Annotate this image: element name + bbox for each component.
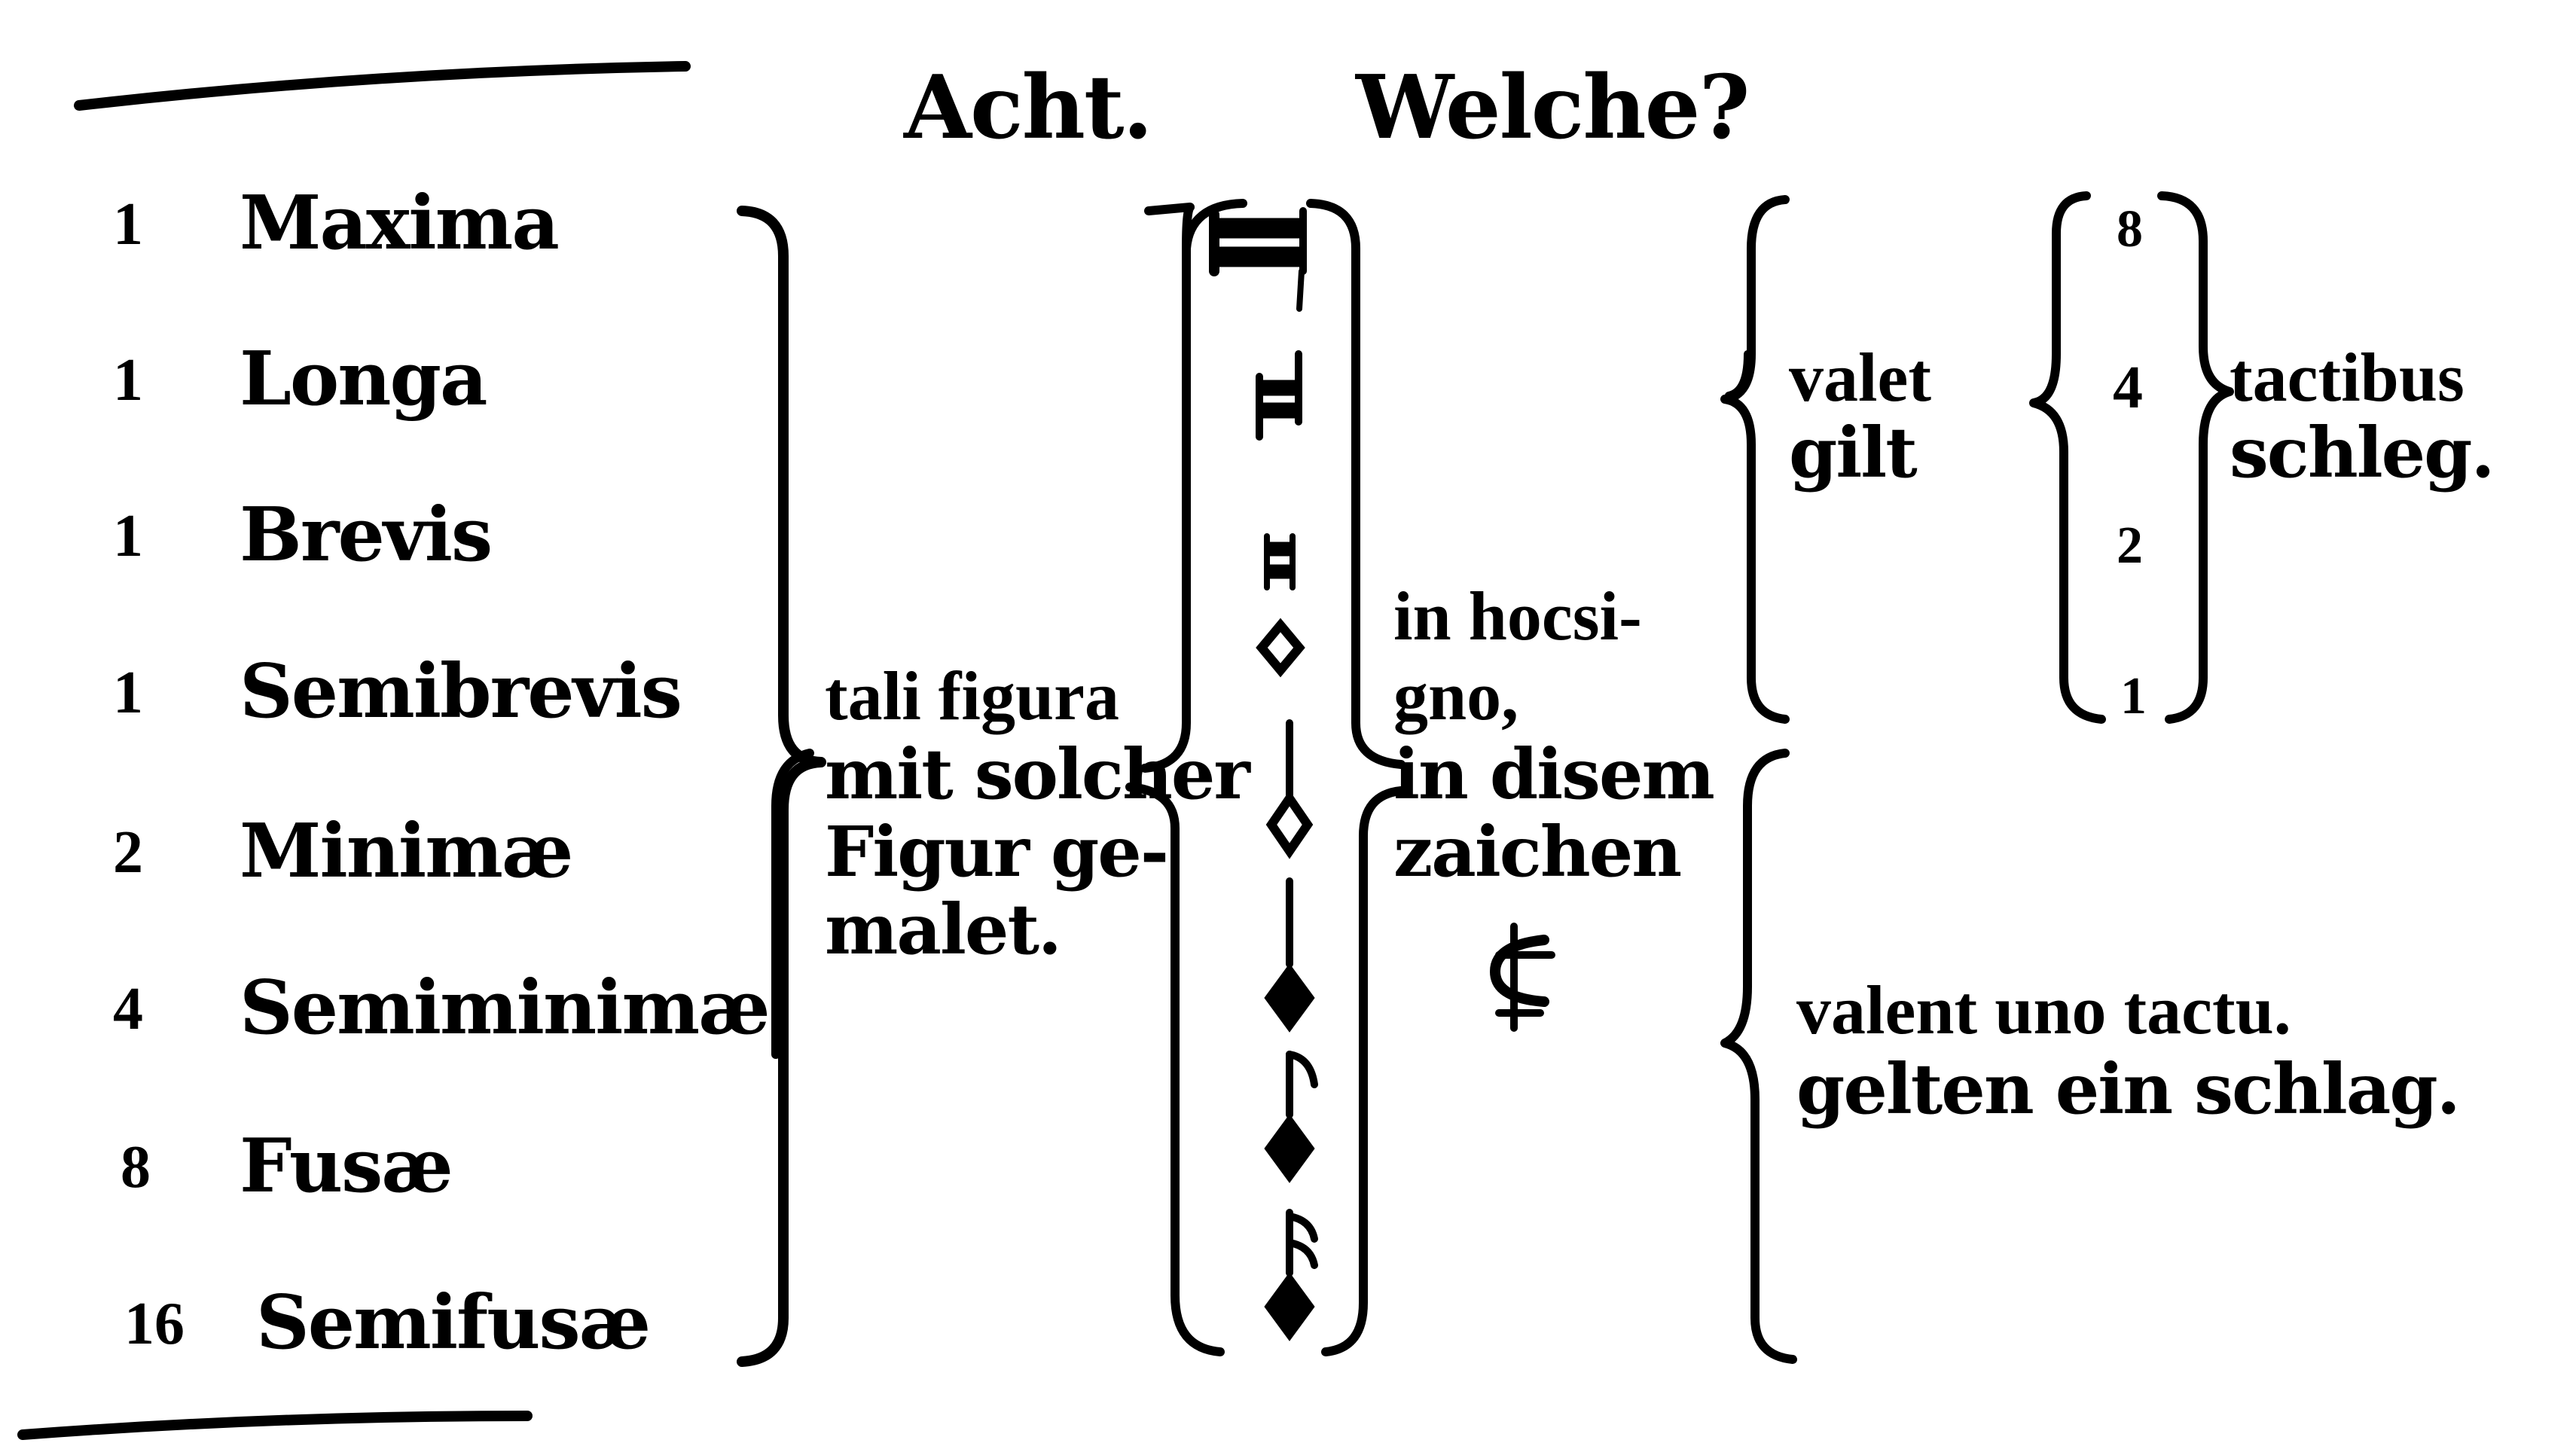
sign-latin-line: in hocsi- [1393, 578, 1642, 654]
note-name: Semibrevis [240, 648, 682, 735]
note-count: 8 [121, 1134, 151, 1200]
figure-brace-right [1140, 203, 1195, 773]
minima-note-shape [1265, 719, 1314, 859]
semibrevis-note-shape [1256, 618, 1305, 678]
brevis-note-shape [1264, 533, 1296, 590]
cut-c-sign [1489, 923, 1555, 1032]
note-name: Longa [240, 336, 488, 423]
note-count: 16 [124, 1291, 185, 1357]
figure-brace-left [771, 749, 814, 1059]
header-which: Welche? [1356, 56, 1750, 159]
note-name: Fusæ [240, 1123, 453, 1210]
beat-number: 4 [2113, 355, 2143, 421]
names-brace [737, 206, 826, 1367]
note-count: 1 [113, 660, 143, 726]
note-count: 1 [113, 191, 143, 258]
notes-bracket-right-lower [1321, 786, 1406, 1356]
note-name: Semiminimæ [240, 965, 771, 1051]
note-count: 1 [113, 503, 143, 569]
note-name: Brevis [240, 492, 493, 578]
semifusa-note-shape [1264, 1209, 1318, 1341]
figure-german-line: Figur ge- [825, 811, 1169, 892]
schleg-word: schleg. [2230, 412, 2495, 493]
gilt-word: gilt [1789, 412, 1918, 493]
note-count: 4 [113, 976, 143, 1042]
figure-latin-line: tali figura [825, 657, 1119, 734]
bottom-rule [17, 1411, 533, 1440]
fusa-note-shape [1264, 1051, 1318, 1183]
semiminima-note-shape [1264, 877, 1315, 1033]
maxima-note-shape [1209, 207, 1307, 312]
beat-number: 2 [2117, 517, 2143, 575]
sign-german-line: zaichen [1393, 811, 1682, 892]
notes-bracket-left [1182, 199, 1247, 253]
header-count: Acht. [904, 56, 1153, 159]
tactibus-word: tactibus [2230, 339, 2465, 416]
figure-german-line: mit solcher [825, 734, 1250, 815]
top-rule [74, 61, 691, 111]
valent-line: valent uno tactu. [1796, 972, 2291, 1048]
valet-brace-right [1725, 350, 1751, 399]
beat-number: 1 [2120, 667, 2147, 725]
note-count: 1 [113, 347, 143, 413]
note-count: 2 [113, 819, 143, 886]
note-name: Semifusæ [256, 1280, 651, 1366]
valet-brace [1720, 195, 1790, 724]
beats-bracket-right [2157, 191, 2234, 724]
sign-german-line: in disem [1393, 734, 1715, 815]
sign-latin-line: gno, [1393, 657, 1519, 734]
note-name: Maxima [240, 180, 560, 267]
notes-bracket-right [1306, 199, 1406, 769]
gelten-line: gelten ein schlag. [1796, 1048, 2461, 1130]
figure-german-line: malet. [825, 889, 1062, 970]
valent-brace [1720, 749, 1797, 1364]
note-name: Minimæ [240, 808, 573, 895]
longa-note-shape [1256, 350, 1302, 441]
notes-bracket-left-lower [1125, 783, 1225, 1356]
beat-number: 8 [2117, 200, 2143, 258]
beats-bracket-left [2029, 191, 2106, 724]
valet-word: valet [1789, 339, 1932, 416]
